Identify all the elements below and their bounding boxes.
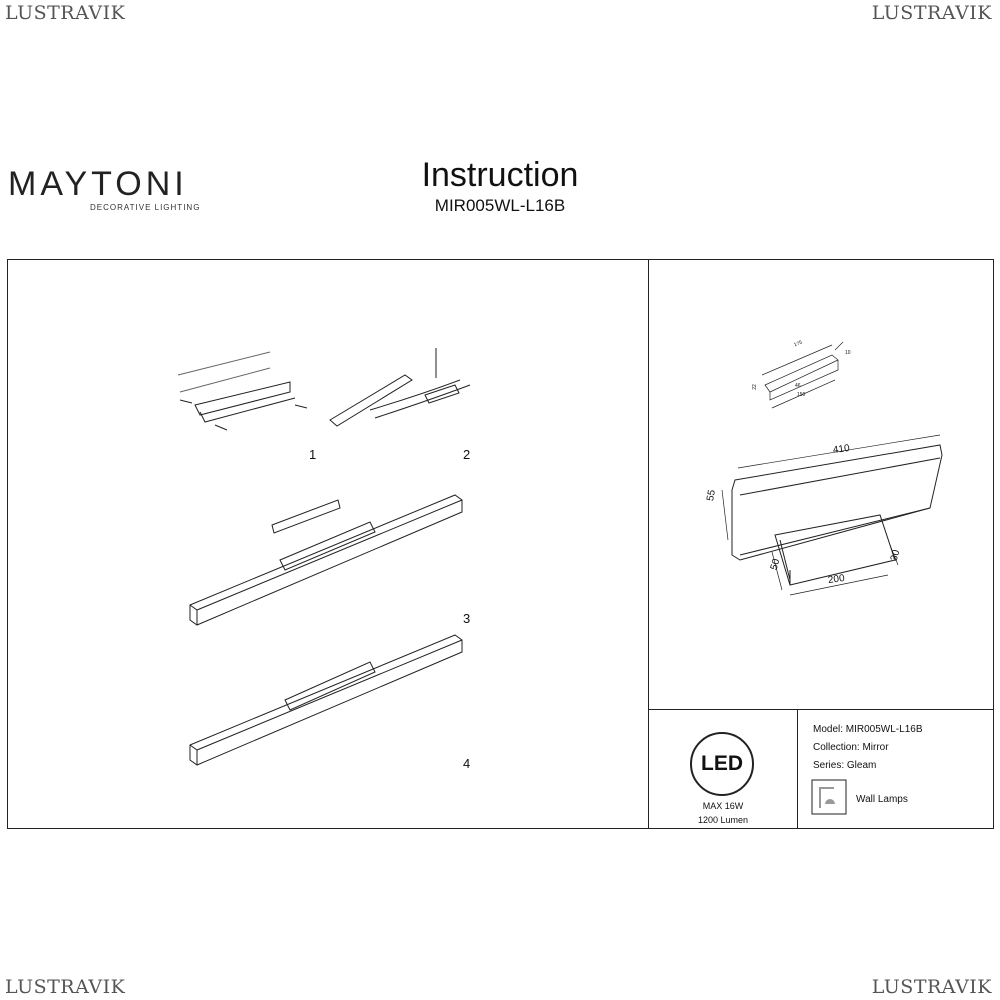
watermark-bottom-right: LUSTRAVIK (871, 976, 992, 998)
instruction-frame (7, 259, 994, 829)
max-power: MAX 16W (702, 801, 744, 811)
step-2-label: 2 (463, 447, 471, 462)
dim-bracket-span: 150 (797, 392, 806, 398)
divider (648, 709, 994, 710)
brand-logo: MAYTONI (8, 165, 188, 203)
dim-height: 55 (705, 489, 718, 502)
divider (797, 709, 798, 829)
bracket-dimension-drawing (761, 341, 844, 409)
lumen: 1200 Lumen (697, 815, 749, 825)
watermark-top-right: LUSTRAVIK (871, 2, 992, 24)
dim-bracket-hole: 46 (795, 383, 801, 389)
led-icon (690, 732, 754, 796)
spec-type: Wall Lamps (856, 794, 908, 805)
spec-series: Series: Gleam (813, 760, 877, 771)
spec-model: Model: MIR005WL-L16B (813, 724, 923, 735)
step-1-drawing (177, 351, 308, 431)
step-3-drawing (189, 494, 463, 626)
dim-bracket-depth: 10 (845, 350, 851, 356)
dim-length: 410 (832, 442, 851, 457)
dim-bracket-height: 22 (751, 384, 758, 390)
dim-base-width: 200 (827, 572, 846, 587)
step-2-drawing (329, 348, 471, 427)
led-label: LED (701, 752, 743, 775)
model-number: MIR005WL-L16B (434, 196, 566, 215)
step-3-label: 3 (463, 611, 471, 626)
brand-tagline: DECORATIVE LIGHTING (90, 203, 201, 212)
divider (648, 259, 649, 829)
lamp-dimension-drawing (721, 434, 943, 596)
step-4-label: 4 (463, 756, 471, 771)
watermark-top-left: LUSTRAVIK (5, 2, 126, 24)
wall-lamp-icon (811, 779, 847, 815)
step-4-drawing (189, 634, 463, 766)
page-title: Instruction (421, 156, 579, 194)
spec-collection: Collection: Mirror (813, 742, 889, 753)
step-1-label: 1 (309, 447, 317, 462)
watermark-bottom-left: LUSTRAVIK (5, 976, 126, 998)
